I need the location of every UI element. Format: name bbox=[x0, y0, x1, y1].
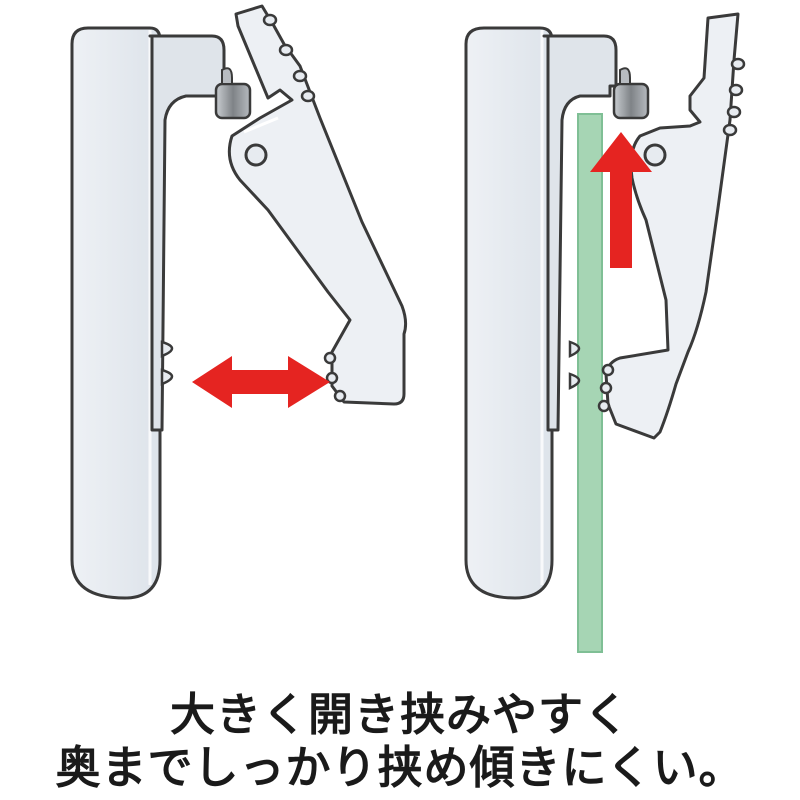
left-pivot-pin-icon bbox=[244, 143, 268, 167]
left-hinge-icon bbox=[214, 67, 252, 120]
right-pivot-pin-icon bbox=[643, 143, 667, 167]
left-body-teeth bbox=[160, 340, 174, 386]
right-lever-ridges bbox=[722, 57, 746, 137]
double-horizontal-arrow-icon bbox=[192, 356, 330, 408]
left-lever-arm bbox=[227, 4, 408, 406]
left-upper-body bbox=[148, 34, 226, 432]
left-lever-ridges bbox=[262, 13, 316, 103]
right-jaw-teeth bbox=[597, 363, 615, 413]
clamped-clip-illustration bbox=[464, 12, 746, 653]
right-upper-body bbox=[542, 34, 618, 432]
up-arrow-icon bbox=[590, 132, 652, 268]
caption-line-1: 大きく開き挟みやすく bbox=[169, 688, 630, 741]
left-back-plate bbox=[70, 26, 162, 600]
left-jaw-teeth bbox=[323, 351, 347, 403]
caption-line-2: 奥までしっかり挟め傾きにくい。 bbox=[55, 741, 745, 794]
open-clip-illustration bbox=[70, 4, 408, 600]
right-hinge-icon bbox=[612, 67, 650, 120]
right-back-plate bbox=[464, 26, 554, 600]
inserted-sheet bbox=[577, 113, 603, 653]
right-body-teeth bbox=[568, 340, 581, 390]
